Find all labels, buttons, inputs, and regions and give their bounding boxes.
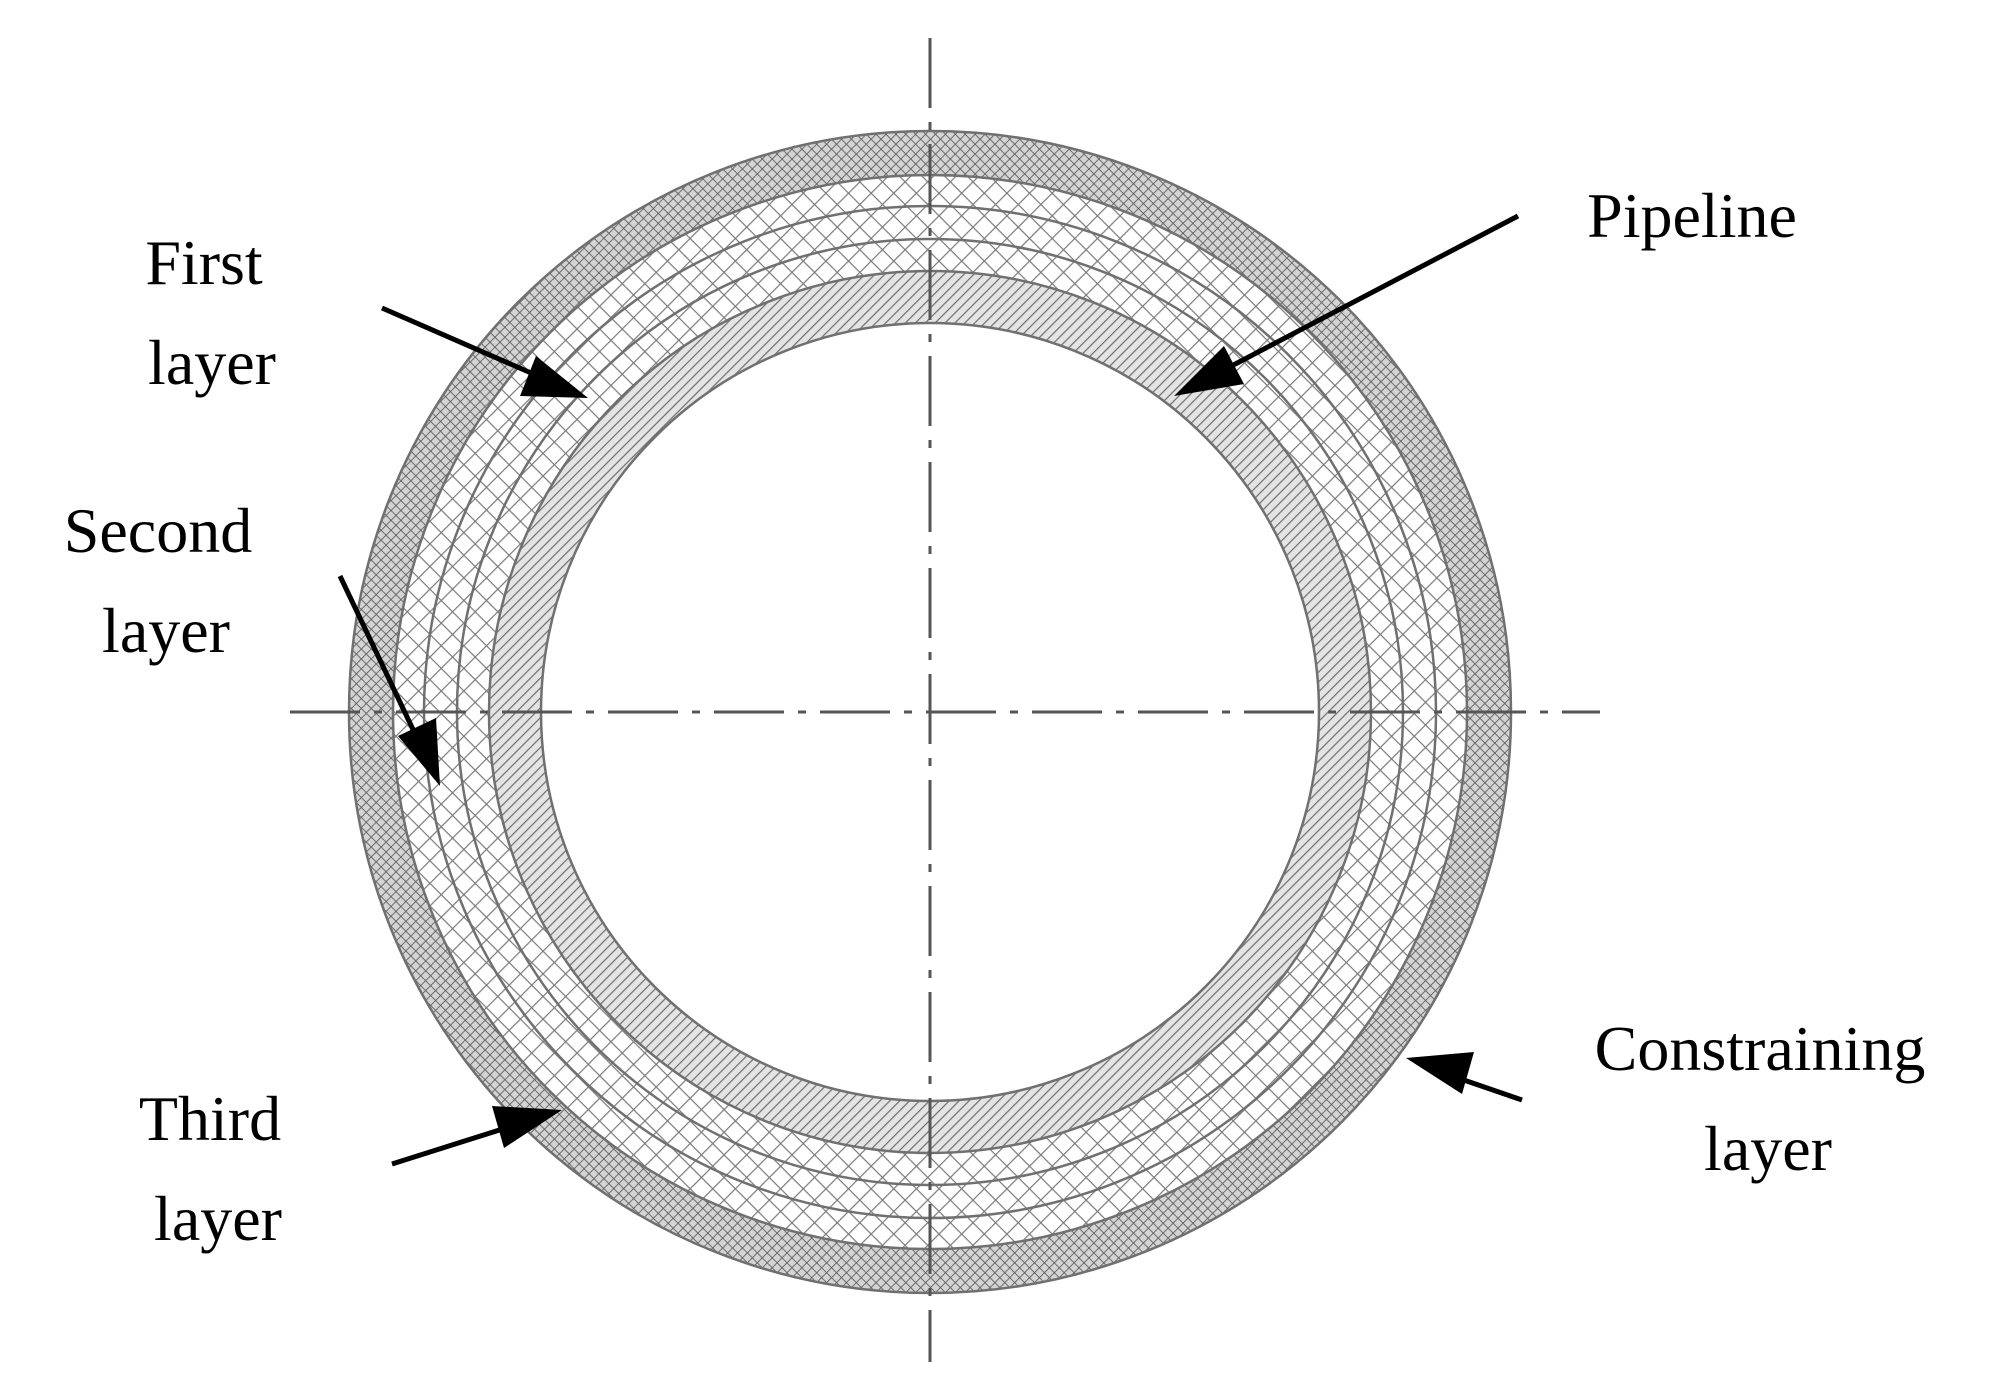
pipeline-label: Pipeline — [1587, 180, 1797, 251]
callout-labels: Pipeline First layer Second layer Third … — [64, 180, 1942, 1254]
second-layer-label: Second layer — [64, 495, 268, 666]
pipeline-arrow — [1174, 213, 1520, 396]
constraining-layer-label: Constraining layer — [1595, 1013, 1942, 1184]
constraining-layer-arrow — [1406, 1052, 1523, 1103]
second-layer-arrow — [337, 574, 440, 786]
third-layer-label: Third layer — [139, 1083, 297, 1254]
callout-arrows — [337, 213, 1523, 1167]
center-lines — [290, 38, 1600, 1362]
third-layer-arrow — [391, 1106, 562, 1167]
first-layer-label: First layer — [145, 227, 278, 398]
first-layer-arrow — [381, 305, 588, 398]
